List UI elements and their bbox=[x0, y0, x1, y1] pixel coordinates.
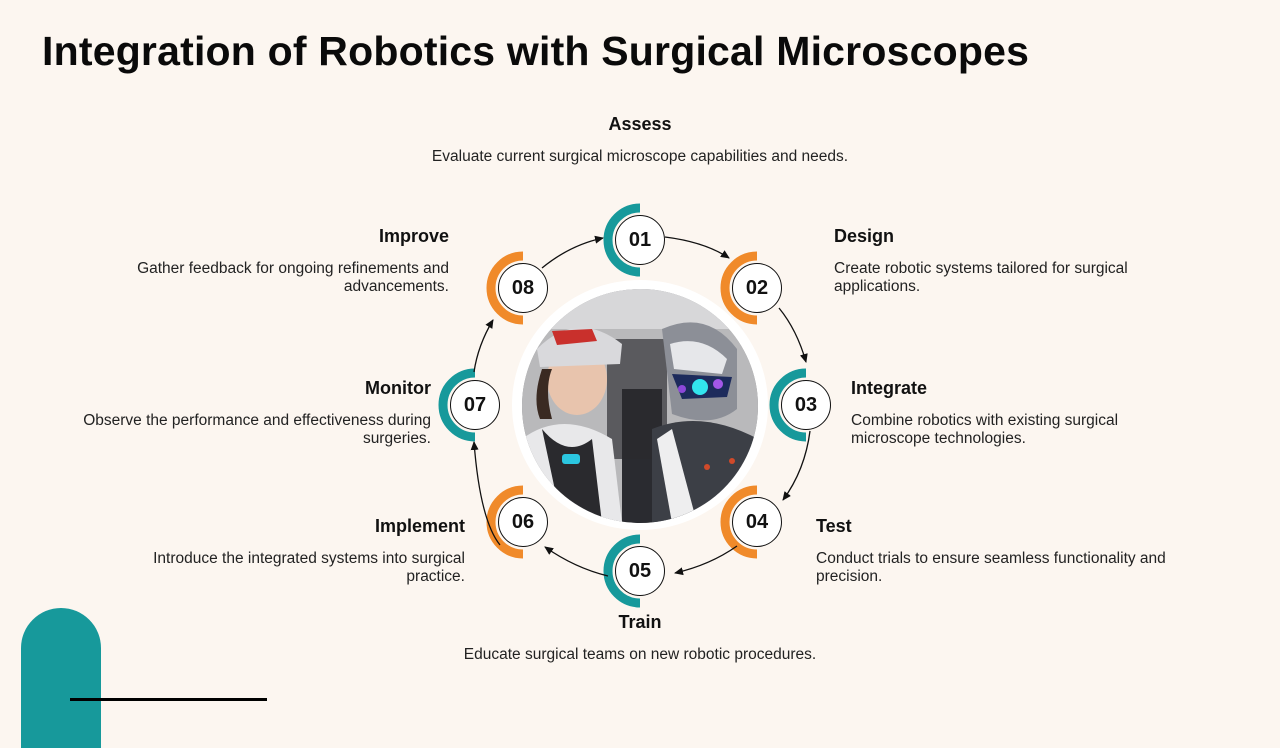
robot-and-woman-illustration bbox=[522, 289, 758, 523]
step-title: Implement bbox=[374, 516, 465, 536]
step-description: Introduce the integrated systems into su… bbox=[153, 550, 465, 585]
step-text-train: Train Educate surgical teams on new robo… bbox=[340, 612, 940, 664]
step-title: Integrate bbox=[851, 378, 928, 398]
step-title: Improve bbox=[378, 226, 449, 246]
step-text-test: Test Conduct trials to ensure seamless f… bbox=[816, 516, 1226, 586]
step-node-04: 04 bbox=[732, 497, 782, 547]
step-node-01: 01 bbox=[615, 215, 665, 265]
step-title: Assess bbox=[608, 114, 672, 134]
step-title: Monitor bbox=[365, 378, 431, 398]
step-node-03: 03 bbox=[781, 380, 831, 430]
step-description: Combine robotics with existing surgical … bbox=[851, 412, 1119, 447]
decorative-teal-pill bbox=[21, 608, 101, 748]
step-text-monitor: Monitor Observe the performance and effe… bbox=[70, 378, 431, 448]
center-photo bbox=[522, 289, 758, 523]
step-description: Create robotic systems tailored for surg… bbox=[834, 260, 1128, 295]
step-description: Evaluate current surgical microscope cap… bbox=[431, 148, 849, 165]
step-description: Observe the performance and effectivenes… bbox=[83, 412, 431, 447]
step-node-08: 08 bbox=[498, 263, 548, 313]
step-text-assess: Assess Evaluate current surgical microsc… bbox=[340, 114, 940, 166]
step-description: Conduct trials to ensure seamless functi… bbox=[816, 550, 1166, 585]
step-description: Educate surgical teams on new robotic pr… bbox=[463, 646, 817, 663]
step-text-implement: Implement Introduce the integrated syste… bbox=[95, 516, 465, 586]
step-node-06: 06 bbox=[498, 497, 548, 547]
step-node-05: 05 bbox=[615, 546, 665, 596]
step-title: Design bbox=[834, 226, 895, 246]
step-text-design: Design Create robotic systems tailored f… bbox=[834, 226, 1194, 296]
decorative-underline bbox=[70, 698, 267, 701]
step-text-improve: Improve Gather feedback for ongoing refi… bbox=[70, 226, 449, 296]
step-description: Gather feedback for ongoing refinements … bbox=[137, 260, 449, 295]
step-text-integrate: Integrate Combine robotics with existing… bbox=[851, 378, 1181, 448]
step-title: Train bbox=[618, 612, 662, 632]
step-title: Test bbox=[816, 516, 852, 536]
slide-title: Integration of Robotics with Surgical Mi… bbox=[42, 28, 1030, 74]
step-node-02: 02 bbox=[732, 263, 782, 313]
step-node-07: 07 bbox=[450, 380, 500, 430]
